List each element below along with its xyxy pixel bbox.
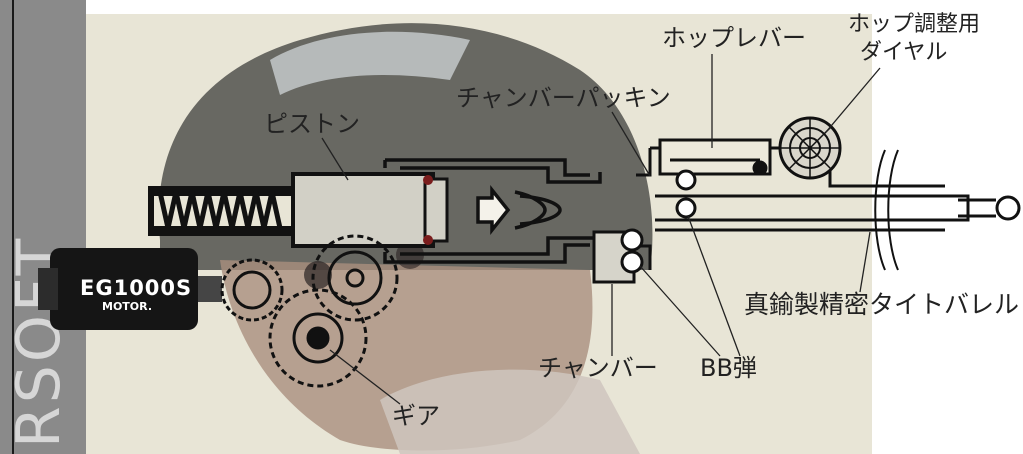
label-hop-lever: ホップレバー	[662, 26, 806, 50]
label-chamber: チャンバー	[538, 356, 658, 380]
motor-sub-label: MOTOR.	[102, 300, 152, 313]
label-hop-dial-line1: ホップ調整用	[848, 14, 980, 36]
label-bb-pellet: BB弾	[700, 356, 757, 380]
label-piston: ピストン	[264, 112, 360, 136]
piston	[293, 174, 447, 246]
label-barrel: 真鍮製精密タイトバレル	[744, 292, 1019, 317]
label-gear: ギア	[392, 404, 440, 428]
label-hop-dial-line2: ダイヤル	[860, 42, 947, 64]
barrel-break-marks	[875, 150, 898, 270]
motor-model-label: EG1000S	[80, 276, 192, 300]
label-chamber-packing: チャンバーパッキン	[456, 86, 671, 110]
spring	[148, 186, 298, 236]
